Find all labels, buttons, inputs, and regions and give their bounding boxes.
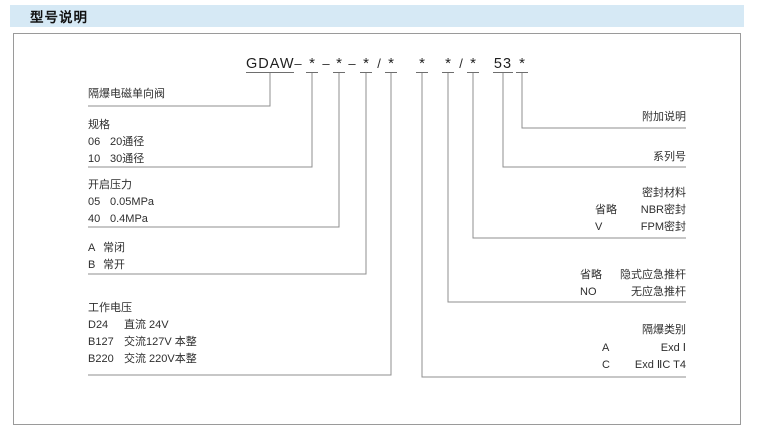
code-star-7: * xyxy=(467,56,479,73)
pressure-heading: 开启压力 xyxy=(88,179,132,191)
exd-item: C Exd ⅡC T4 xyxy=(602,357,686,375)
valve-type-item-desc: 常开 xyxy=(103,259,125,271)
code-star-6: * xyxy=(442,56,454,73)
voltage-item-code: D24 xyxy=(88,319,109,331)
voltage-item: B220 交流 220V本整 xyxy=(88,351,197,368)
spec-heading: 规格 xyxy=(88,119,110,131)
connector-valve-name xyxy=(88,73,271,107)
code-star-8: * xyxy=(516,56,528,73)
note-heading: 附加说明 xyxy=(642,111,686,123)
label-valve-type: A 常闭 B 常开 xyxy=(88,240,125,274)
valve-type-item: A 常闭 xyxy=(88,240,125,257)
exd-item-desc: Exd ⅡC T4 xyxy=(634,359,686,371)
connector-seal xyxy=(472,73,686,239)
connector-valve-type xyxy=(88,73,367,275)
seal-item: 省略 NBR密封 xyxy=(595,202,686,219)
pressure-item-code: 05 xyxy=(88,196,101,208)
pushrod-item-code: 省略 xyxy=(580,269,602,281)
voltage-item: B127 交流127V 本整 xyxy=(88,334,197,351)
connector-voltage xyxy=(88,73,392,376)
spec-item-code: 06 xyxy=(88,136,101,148)
spec-item: 10 30通径 xyxy=(88,151,144,168)
label-note: 附加说明 xyxy=(642,109,686,126)
pushrod-item-desc: 无应急推杆 xyxy=(631,286,686,298)
connector-series xyxy=(502,73,686,168)
spec-item-code: 10 xyxy=(88,153,101,165)
seal-item-desc: FPM密封 xyxy=(640,221,686,233)
exd-heading: 隔爆类别 xyxy=(642,324,686,336)
seal-item: V FPM密封 xyxy=(595,219,686,236)
code-series-number: 53 xyxy=(493,56,513,73)
code-star-2: * xyxy=(333,56,345,73)
voltage-item-desc: 直流 24V xyxy=(124,319,169,331)
code-star-4: * xyxy=(385,56,397,73)
exd-item-code: A xyxy=(602,341,610,354)
pressure-item-desc: 0.05MPa xyxy=(110,196,155,208)
code-star-5: * xyxy=(416,56,428,73)
label-voltage: 工作电压 D24 直流 24V B127 交流127V 本整 B220 交流 2… xyxy=(88,300,197,368)
pressure-item-code: 40 xyxy=(88,213,101,225)
connector-exd xyxy=(421,73,686,378)
valve-name-text: 隔爆电磁单向阀 xyxy=(88,88,165,100)
pressure-item-desc: 0.4MPa xyxy=(110,213,148,225)
connector-spec xyxy=(88,73,313,168)
exd-item: A Exd Ⅰ xyxy=(602,340,686,358)
exd-item-code: C xyxy=(602,359,610,371)
code-star-1: * xyxy=(306,56,318,73)
connector-pressure xyxy=(88,73,340,228)
code-star-3: * xyxy=(360,56,372,73)
spec-item-desc: 20通径 xyxy=(110,136,145,148)
voltage-item: D24 直流 24V xyxy=(88,317,197,334)
pushrod-item: NO 无应急推杆 xyxy=(580,284,686,301)
connector-pushrod xyxy=(447,73,686,303)
code-slash: / xyxy=(459,56,463,71)
spec-item: 06 20通径 xyxy=(88,134,144,151)
valve-type-item: B 常开 xyxy=(88,257,125,274)
section-title-bar: 型号说明 xyxy=(10,5,744,27)
voltage-item-code: B127 xyxy=(88,336,114,348)
valve-type-item-code: B xyxy=(88,259,96,271)
spec-item-desc: 30通径 xyxy=(110,153,145,165)
seal-item-code: 省略 xyxy=(595,204,617,216)
pushrod-item-desc: 隐式应急推杆 xyxy=(620,269,686,281)
code-dash: – xyxy=(322,56,330,71)
voltage-item-desc: 交流 220V本整 xyxy=(124,353,197,365)
seal-item-code: V xyxy=(595,221,603,233)
exd-item-desc: Exd Ⅰ xyxy=(660,341,686,354)
label-exd: 隔爆类别 A Exd Ⅰ C Exd ⅡC T4 xyxy=(602,322,686,375)
label-series: 系列号 xyxy=(653,149,686,166)
seal-item-desc: NBR密封 xyxy=(640,204,686,216)
label-seal: 密封材料 省略 NBR密封 V FPM密封 xyxy=(595,185,686,236)
valve-type-item-desc: 常闭 xyxy=(103,242,125,254)
connector-note xyxy=(521,73,686,129)
label-pushrod: 省略 隐式应急推杆 NO 无应急推杆 xyxy=(580,267,686,301)
label-valve-name: 隔爆电磁单向阀 xyxy=(88,86,165,103)
pressure-item: 05 0.05MPa xyxy=(88,194,154,211)
section-title: 型号说明 xyxy=(30,10,88,25)
code-dash: – xyxy=(348,56,356,71)
label-pressure: 开启压力 05 0.05MPa 40 0.4MPa xyxy=(88,177,154,228)
pushrod-item: 省略 隐式应急推杆 xyxy=(580,267,686,284)
series-heading: 系列号 xyxy=(653,151,686,163)
code-slash: / xyxy=(377,56,381,71)
label-spec: 规格 06 20通径 10 30通径 xyxy=(88,117,144,168)
voltage-item-code: B220 xyxy=(88,353,114,365)
diagram-box xyxy=(13,33,741,425)
pushrod-item-code: NO xyxy=(580,286,597,298)
code-prefix: GDAW xyxy=(246,56,295,73)
seal-heading: 密封材料 xyxy=(642,187,686,199)
voltage-heading: 工作电压 xyxy=(88,302,132,314)
voltage-item-desc: 交流127V 本整 xyxy=(124,336,197,348)
pressure-item: 40 0.4MPa xyxy=(88,211,154,228)
valve-type-item-code: A xyxy=(88,242,96,254)
code-dash: – xyxy=(294,56,302,71)
